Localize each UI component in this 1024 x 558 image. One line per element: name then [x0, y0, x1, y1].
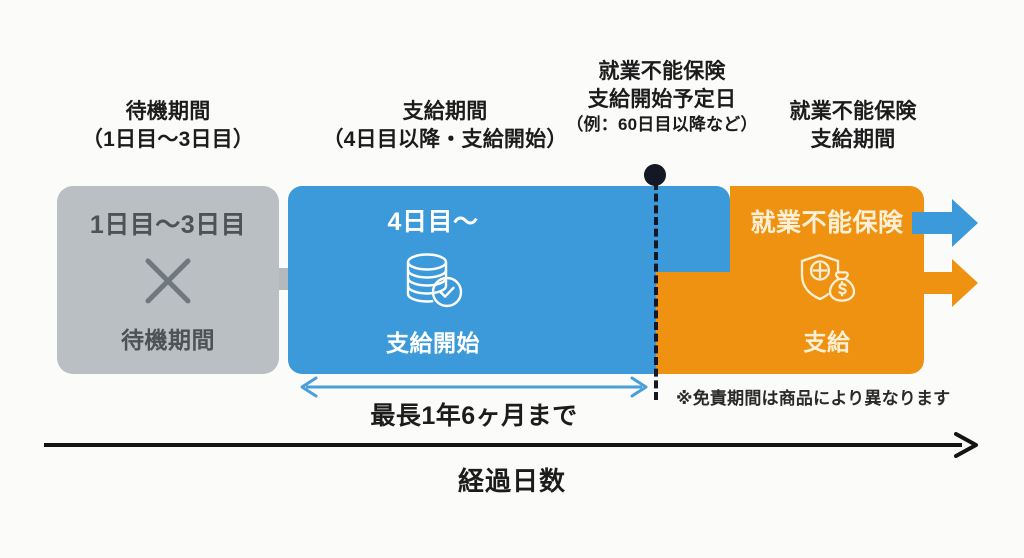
caption-insurance-line1: 就業不能保険 — [789, 100, 917, 123]
waiting-box-sub: 待機期間 — [121, 327, 215, 353]
insurance-start-marker — [644, 164, 666, 400]
caption-start-line1: 就業不能保険 — [598, 60, 726, 83]
caption-waiting-line1: 待機期間 — [125, 100, 211, 123]
marker-dot-icon — [644, 164, 666, 186]
caption-insurance-line2: 支給期間 — [810, 128, 896, 152]
waiting-period-box: 1日目〜3日目 待機期間 — [57, 186, 279, 374]
caption-waiting-line2: （1日目〜3日目） — [81, 128, 255, 152]
caption-payment-line2: （4日目以降・支給開始） — [322, 128, 568, 152]
caption-payment-period: 支給期間 （4日目以降・支給開始） — [300, 98, 590, 154]
payment-box-title: 4日目〜 — [387, 208, 479, 236]
orange-continuation-arrow-icon — [912, 256, 980, 315]
caption-payment-line1: 支給期間 — [402, 100, 488, 123]
x-mark-icon — [140, 253, 196, 309]
waiting-box-title: 1日目〜3日目 — [89, 211, 247, 239]
payment-box-sub: 支給開始 — [386, 330, 480, 356]
time-axis-label: 経過日数 — [457, 466, 566, 496]
marker-dashed-line — [654, 182, 658, 400]
insurance-payout-box: 就業不能保険 支給 — [656, 186, 924, 374]
caption-waiting-period: 待機期間 （1日目〜3日目） — [42, 98, 294, 154]
insurance-box-lower-shape — [656, 272, 924, 374]
caption-insurance-period: 就業不能保険 支給期間 — [742, 98, 964, 154]
max-duration-arrow-icon — [292, 376, 656, 403]
max-duration-label: 最長1年6ヶ月まで — [370, 402, 578, 430]
insurance-box-title: 就業不能保険 — [750, 209, 904, 237]
caption-start-line2: 支給開始予定日 — [587, 88, 737, 112]
exemption-note: ※免責期間は商品により異なります — [676, 389, 951, 408]
shield-cross-money-bag-icon — [794, 251, 860, 311]
caption-insurance-start-date: 就業不能保険 支給開始予定日 （例：60日目以降など） — [540, 58, 784, 137]
coin-stack-check-icon — [400, 250, 466, 312]
insurance-box-sub: 支給 — [803, 329, 851, 355]
blue-continuation-arrow-icon — [912, 196, 980, 255]
caption-start-line3: （例：60日目以降など） — [566, 115, 758, 135]
time-axis-arrow-icon — [44, 432, 984, 463]
insurance-box-upper-shape — [730, 186, 924, 274]
